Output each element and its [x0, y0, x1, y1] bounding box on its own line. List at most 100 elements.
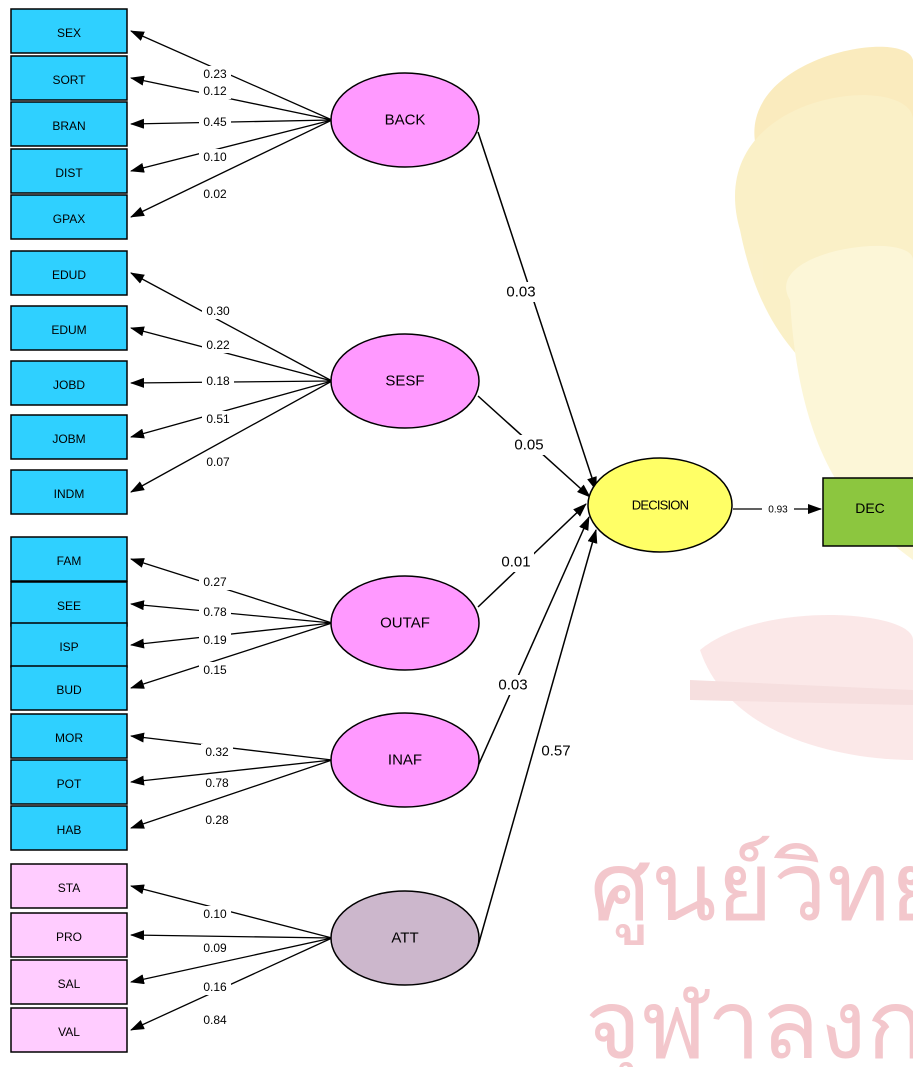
loading-arrow-val: [130, 937, 333, 1031]
loading-value-indm: 0.07: [206, 455, 230, 469]
indicator-label-sort: SORT: [52, 73, 86, 87]
path-coefficient-att: 0.57: [541, 743, 570, 760]
loading-arrow-indm: [130, 380, 333, 493]
indicator-label-val: VAL: [58, 1025, 80, 1039]
loading-arrow-dist: [130, 119, 333, 173]
path-arrow-inaf-decision: [477, 516, 590, 767]
loading-arrow-gpax: [130, 119, 333, 218]
watermark-emblem: [690, 46, 913, 760]
path-label-bg-outaf: [498, 552, 534, 572]
loading-label-bg-pro: [199, 940, 231, 956]
loading-arrow-edum: [130, 326, 333, 382]
path-coefficient-sesf: 0.05: [514, 437, 543, 454]
indicator-label-dist: DIST: [55, 166, 83, 180]
latent-label-inaf: INAF: [388, 752, 422, 769]
loading-label-bg-jobd: [202, 373, 234, 389]
decision-label: DECISION: [632, 498, 689, 513]
path-label-bg-att: [538, 741, 574, 761]
loading-arrow-jobm: [130, 380, 333, 439]
loading-label-bg-hab: [201, 812, 233, 828]
loading-value-sal: 0.16: [203, 980, 227, 994]
loading-value-mor: 0.32: [205, 745, 229, 759]
loading-value-hab: 0.28: [205, 813, 229, 827]
loading-value-bran: 0.45: [203, 115, 227, 129]
indicator-box-pro: [10, 912, 128, 958]
indicator-box-pot: [10, 759, 128, 805]
indicator-label-jobd: JOBD: [53, 378, 85, 392]
loading-arrow-pot: [130, 759, 333, 786]
loading-label-bg-mor: [201, 744, 233, 760]
indicator-box-sal: [10, 959, 128, 1005]
latent-node-inaf: [330, 712, 480, 808]
loading-label-bg-val: [199, 1012, 231, 1028]
latent-node-att: [330, 890, 480, 986]
indicator-box-sta: [10, 863, 128, 909]
indicator-box-jobm: [10, 414, 128, 460]
indicator-box-val: [10, 1007, 128, 1053]
loading-label-bg-sal: [199, 979, 231, 995]
indicator-box-edud: [10, 250, 128, 296]
loading-value-fam: 0.27: [203, 575, 227, 589]
indicator-box-mor: [10, 713, 128, 759]
loading-label-bg-sort: [199, 83, 231, 99]
loading-label-bg-indm: [202, 454, 234, 470]
indicator-box-hab: [10, 805, 128, 851]
latent-label-back: BACK: [385, 112, 426, 129]
loading-value-dec: 0.93: [768, 505, 788, 516]
loading-value-sta: 0.10: [203, 907, 227, 921]
indicator-label-pot: POT: [57, 777, 82, 791]
indicator-box-edum: [10, 305, 128, 351]
loading-label-bg-edud: [202, 303, 234, 319]
indicator-label-isp: ISP: [59, 640, 78, 654]
loading-value-pot: 0.78: [205, 776, 229, 790]
loading-arrow-see: [130, 600, 333, 624]
loading-arrow-fam: [130, 558, 333, 624]
path-label-bg-back: [503, 282, 539, 302]
path-coefficient-outaf: 0.01: [501, 554, 530, 571]
outcome-box-dec: [822, 477, 913, 547]
loading-label-bg-bran: [199, 114, 231, 130]
indicator-label-bran: BRAN: [52, 119, 85, 133]
loading-value-bud: 0.15: [203, 663, 227, 677]
latent-label-att: ATT: [391, 930, 418, 947]
indicator-label-gpax: GPAX: [53, 212, 85, 226]
indicator-box-fam: [10, 536, 128, 582]
indicator-label-jobm: JOBM: [52, 432, 85, 446]
path-arrow-back-decision: [477, 131, 597, 491]
loading-value-edum: 0.22: [206, 338, 230, 352]
indicator-label-edud: EDUD: [52, 268, 86, 282]
indicator-box-sort: [10, 55, 128, 101]
watermark: ศูนย์วิทย จุฬาลงกรณ์: [585, 46, 913, 1067]
decision-node: [587, 457, 733, 553]
indicator-box-see: [10, 581, 128, 627]
latent-node-sesf: [330, 333, 480, 429]
outcome-label-dec: DEC: [855, 500, 885, 516]
loading-value-gpax: 0.02: [203, 187, 227, 201]
indicator-label-indm: INDM: [54, 487, 85, 501]
loading-value-sex: 0.23: [203, 67, 227, 81]
loading-arrow-isp: [130, 622, 333, 649]
path-label-bg-inaf: [495, 675, 531, 695]
loading-arrow-pro: [130, 930, 333, 941]
loading-label-bg-fam: [199, 574, 231, 590]
loading-arrow-edud: [130, 272, 333, 382]
indicator-box-bran: [10, 101, 128, 147]
indicator-label-edum: EDUM: [51, 323, 86, 337]
loading-value-edud: 0.30: [206, 304, 230, 318]
loading-value-dist: 0.10: [203, 150, 227, 164]
loading-value-see: 0.78: [203, 605, 227, 619]
indicator-label-pro: PRO: [56, 930, 82, 944]
indicator-box-indm: [10, 469, 128, 515]
loading-label-bg-isp: [199, 632, 231, 648]
indicator-label-bud: BUD: [56, 683, 82, 697]
loading-label-bg-sex: [199, 66, 231, 82]
loading-arrow-sal: [130, 937, 333, 985]
indicator-label-hab: HAB: [57, 823, 82, 837]
loading-arrow-bran: [130, 118, 333, 129]
loading-label-bg-gpax: [199, 186, 231, 202]
indicator-box-sex: [10, 8, 128, 54]
watermark-text-line1: ศูนย์วิทย: [590, 834, 913, 945]
loading-value-val: 0.84: [203, 1013, 227, 1027]
indicator-label-sex: SEX: [57, 26, 81, 40]
